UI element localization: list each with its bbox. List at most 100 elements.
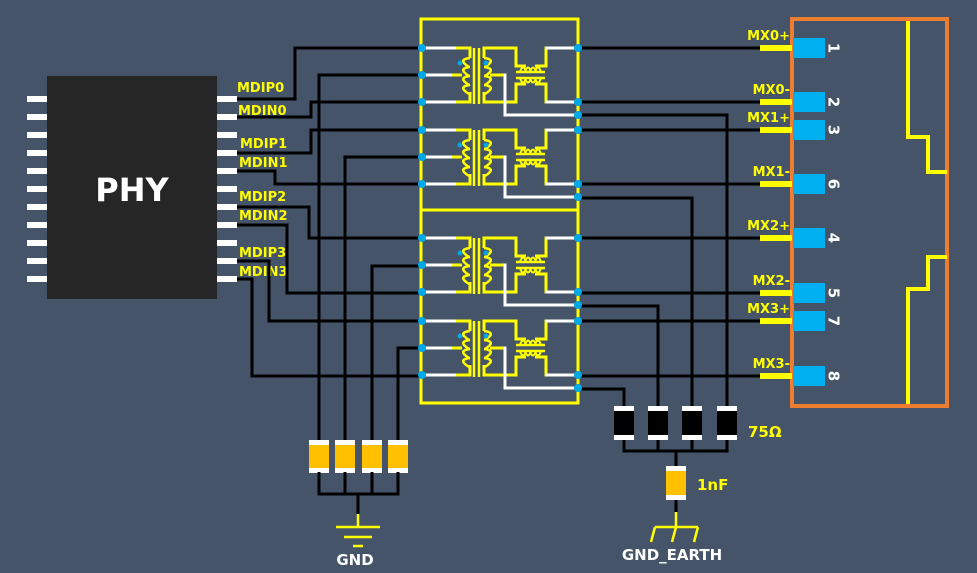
connector-pin-number: 8 bbox=[825, 371, 843, 381]
pad-dot bbox=[574, 193, 582, 201]
pin-pad bbox=[793, 174, 825, 194]
pad-dot bbox=[418, 234, 426, 242]
coil-winding bbox=[462, 138, 471, 178]
connector-pin-number: 3 bbox=[825, 125, 843, 135]
pin-lead bbox=[760, 45, 792, 51]
phy-signal-labels: MDIP0 MDIN0 MDIP1 MDIN1 MDIP2 MDIN2 MDIP… bbox=[237, 81, 288, 280]
connector-pin-8: MX3- 8 bbox=[753, 357, 843, 386]
phy-title: PHY bbox=[95, 171, 169, 209]
pad-dot bbox=[418, 44, 426, 52]
magnetics-to-connector-wires bbox=[578, 46, 760, 408]
pin-lead bbox=[760, 373, 792, 379]
connector-signal-label: MX2- bbox=[753, 274, 790, 289]
wire-mdip2 bbox=[237, 205, 421, 240]
pin-pad bbox=[793, 228, 825, 248]
bob-smith-capacitor bbox=[666, 466, 686, 500]
secondary-center-tap bbox=[503, 263, 578, 307]
connector-pin-2: MX0-2 bbox=[753, 83, 843, 112]
coil-winding bbox=[483, 138, 492, 178]
phy-pin-left bbox=[27, 240, 47, 246]
connector-signal-label: MX1- bbox=[753, 165, 790, 180]
connector-pin-1: MX0+1 bbox=[747, 29, 843, 58]
gnd-label: GND bbox=[336, 551, 373, 569]
label-mdip2: MDIP2 bbox=[239, 190, 286, 205]
wire-ct2 bbox=[370, 264, 421, 440]
label-mdin3: MDIN3 bbox=[239, 265, 288, 280]
pad-dot bbox=[574, 234, 582, 242]
termination-resistor bbox=[648, 406, 668, 440]
bob-smith-termination: 75Ω 1nF GND_EARTH bbox=[614, 406, 782, 564]
pad-dot bbox=[574, 180, 582, 188]
connector-signal-label: MX3- bbox=[753, 357, 790, 372]
phy-pin-left bbox=[27, 258, 47, 264]
coil-winding bbox=[462, 329, 471, 369]
magnetics-channel-0 bbox=[418, 44, 582, 119]
wire-ct3 bbox=[396, 346, 421, 440]
pad-dot bbox=[418, 180, 426, 188]
pad-dot bbox=[574, 126, 582, 134]
polarity-dot bbox=[457, 333, 463, 339]
phy-pin-left bbox=[27, 276, 47, 282]
phy-pin-right bbox=[217, 96, 237, 102]
polarity-dot bbox=[457, 250, 463, 256]
pad-dot bbox=[574, 111, 582, 119]
wire-mdin1 bbox=[237, 169, 421, 186]
label-mdin2: MDIN2 bbox=[239, 209, 288, 224]
polarity-dot bbox=[483, 60, 489, 66]
connector-signal-label: MX3+ bbox=[747, 302, 790, 317]
wire-mdin3 bbox=[237, 277, 421, 378]
shield-trace-bottom bbox=[906, 255, 947, 404]
magnetics-channel-3 bbox=[418, 317, 582, 392]
gnd-capacitor bbox=[309, 440, 329, 473]
gnd-bus bbox=[317, 472, 400, 496]
connector-pin-7: MX3+7 bbox=[747, 302, 843, 331]
phy-pin-left bbox=[27, 132, 47, 138]
wire-ct0 bbox=[317, 73, 421, 440]
connector-pin-number: 5 bbox=[825, 288, 843, 298]
termination-resistor bbox=[682, 406, 702, 440]
phy-pin-left bbox=[27, 204, 47, 210]
phy-pin-left bbox=[27, 222, 47, 228]
pad-dot bbox=[574, 44, 582, 52]
pin-pad bbox=[793, 311, 825, 331]
label-mdin0: MDIN0 bbox=[238, 104, 287, 119]
coil-winding bbox=[462, 56, 471, 96]
pad-dot bbox=[574, 384, 582, 392]
phy-pin-left bbox=[27, 150, 47, 156]
pin-pad bbox=[793, 283, 825, 303]
connector-signal-label: MX0+ bbox=[747, 29, 790, 44]
pad-dot bbox=[418, 288, 426, 296]
coil-winding bbox=[462, 246, 471, 286]
shield-trace-top bbox=[906, 21, 947, 174]
phy-body bbox=[47, 76, 217, 299]
phy-pin-left bbox=[27, 168, 47, 174]
wire-mdip1 bbox=[237, 128, 421, 155]
phy-pin-right bbox=[217, 186, 237, 192]
connector-pin-5: MX2- 5 bbox=[753, 274, 843, 303]
phy-pin-right bbox=[217, 150, 237, 156]
connector-pin-number: 2 bbox=[825, 97, 843, 107]
label-mdin1: MDIN1 bbox=[239, 156, 288, 171]
wire-sct1 bbox=[578, 196, 694, 408]
wire-mdin0 bbox=[237, 100, 421, 119]
pin-lead bbox=[760, 181, 792, 187]
pin-pad bbox=[793, 366, 825, 386]
pad-dot bbox=[418, 126, 426, 134]
earth-symbol-icon bbox=[649, 512, 700, 543]
connector-pin-6: MX1-6 bbox=[753, 165, 843, 194]
connector-pin-3: MX1+ 3 bbox=[747, 111, 843, 140]
pin-lead bbox=[760, 127, 792, 133]
phy-pin-left bbox=[27, 186, 47, 192]
phy-left-pins bbox=[27, 96, 47, 282]
pin-lead bbox=[760, 99, 792, 105]
phy-pin-right bbox=[217, 276, 237, 282]
pin-pad bbox=[793, 120, 825, 140]
magnetics-channel-2 bbox=[418, 234, 582, 309]
connector-signal-label: MX1+ bbox=[747, 111, 790, 126]
phy-chip: PHY bbox=[27, 76, 237, 299]
gnd-capacitor-bank: GND bbox=[309, 440, 408, 569]
pad-dot bbox=[574, 317, 582, 325]
label-mdip1: MDIP1 bbox=[240, 137, 287, 152]
phy-pin-right bbox=[217, 258, 237, 264]
label-mdip0: MDIP0 bbox=[237, 81, 284, 96]
